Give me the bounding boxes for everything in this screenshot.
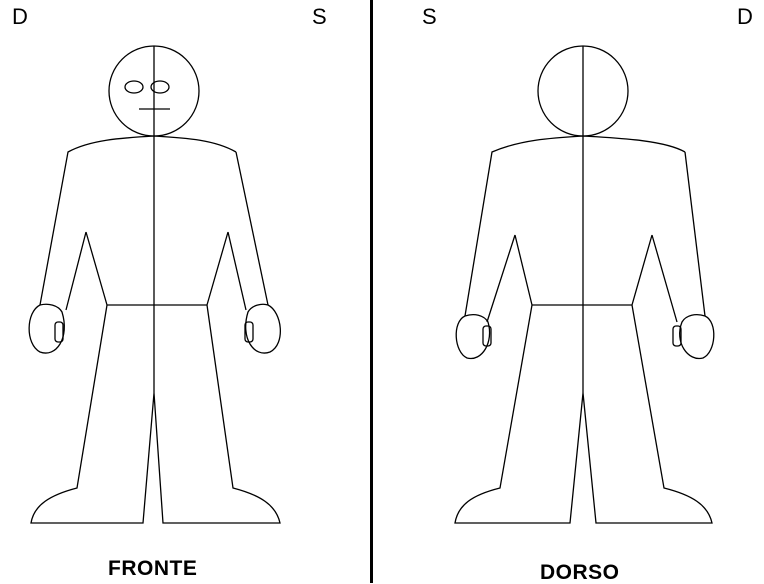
back-left-hand xyxy=(680,315,714,359)
front-body-figure xyxy=(0,0,370,583)
front-right-hand xyxy=(29,304,64,353)
front-caption: FRONTE xyxy=(108,558,197,579)
front-body-outline xyxy=(31,136,280,523)
front-view-panel: D S FRONTE xyxy=(0,0,370,583)
back-right-hand xyxy=(456,315,489,359)
front-left-hand xyxy=(246,304,281,353)
front-left-eye xyxy=(125,81,143,93)
back-view-panel: S D DORSO xyxy=(372,0,764,583)
back-caption: DORSO xyxy=(540,562,620,583)
back-body-figure xyxy=(372,0,764,583)
